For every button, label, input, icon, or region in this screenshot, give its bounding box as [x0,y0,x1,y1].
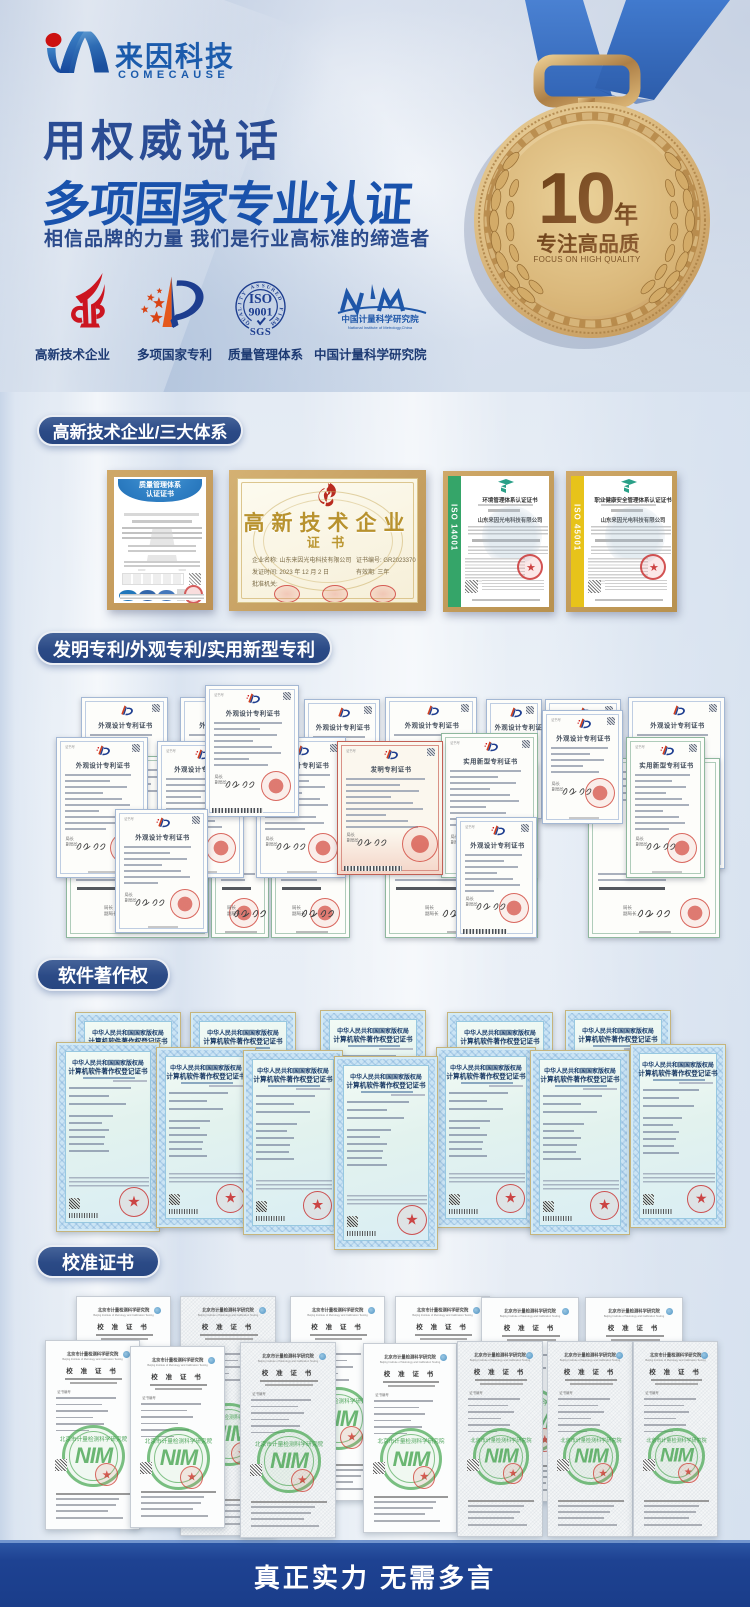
svg-text:F: F [278,307,284,311]
svg-text:FOCUS ON HIGH QUALITY: FOCUS ON HIGH QUALITY [533,255,641,264]
svg-text:I: I [276,312,282,316]
svg-text:I: I [237,302,243,305]
svg-text:10: 10 [538,159,614,239]
svg-text:Y: Y [241,290,248,297]
svg-text:A: A [250,284,256,291]
svg-text:E: E [273,291,280,298]
svg-text:M: M [269,319,277,327]
svg-text:SGS: SGS [250,327,271,338]
svg-text:T: T [238,295,245,301]
svg-text:National Institute of Metrolog: National Institute of Metrology,China [348,325,413,330]
svg-text:U: U [265,284,271,291]
svg-text:A: A [238,311,245,317]
svg-text:专注高品质: 专注高品质 [536,232,640,256]
svg-text:U: U [241,315,248,322]
svg-text:R: R [270,287,277,294]
svg-text:R: R [273,315,280,322]
svg-text:9001: 9001 [249,305,273,319]
svg-text:Q: Q [244,319,251,326]
svg-text:S: S [256,283,260,289]
svg-text:S: S [261,283,265,289]
svg-text:年: 年 [614,201,638,229]
svg-text:L: L [237,306,243,311]
svg-text:ISO: ISO [249,291,272,306]
svg-text:中国计量科学研究院: 中国计量科学研究院 [341,313,419,324]
svg-text:D: D [276,296,283,302]
